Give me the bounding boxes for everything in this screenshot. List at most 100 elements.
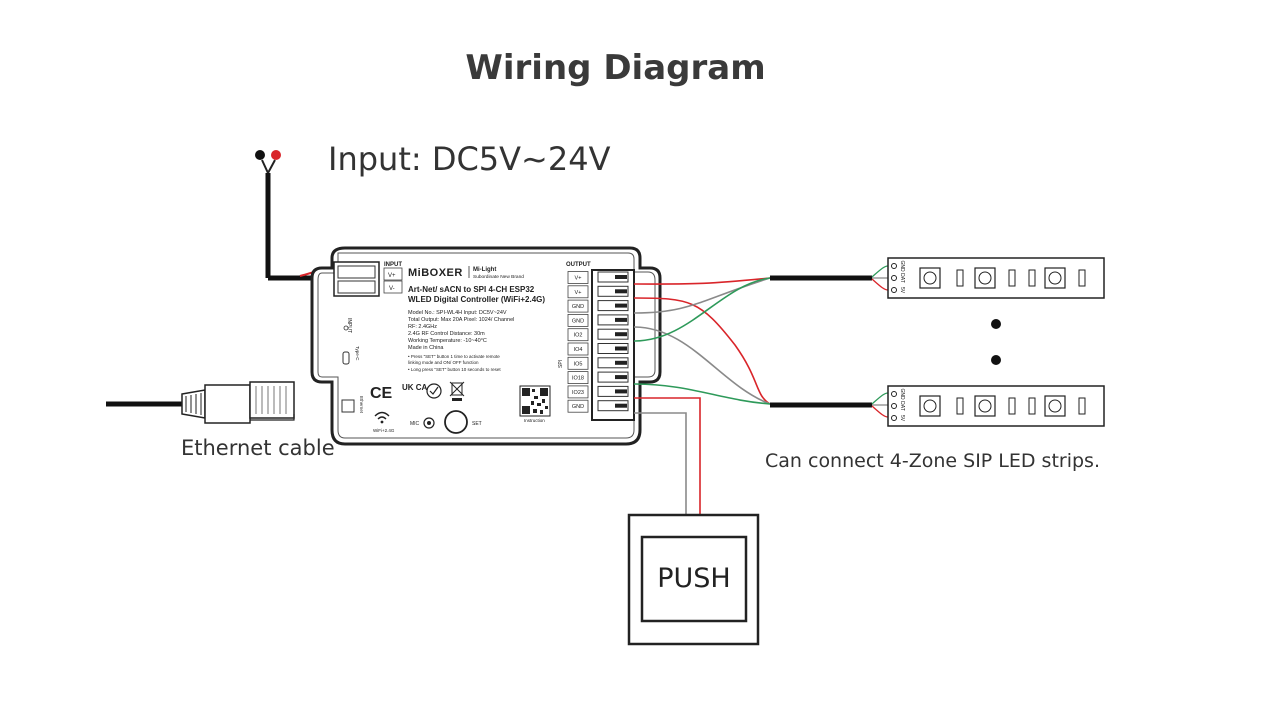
spec-line: Working Temperature: -10~40°C [408, 338, 487, 344]
strip-pad [891, 275, 897, 281]
rohs-mark [426, 383, 442, 399]
output-terminal-label: IO2 [574, 333, 583, 339]
led-lens [978, 399, 992, 413]
note-line: • Long press "SET" button 10 seconds to … [408, 367, 501, 372]
input-port-label: INPUT [346, 318, 352, 333]
continuation-dot [991, 319, 1001, 329]
terminal-screw [615, 360, 627, 365]
push-label: PUSH [657, 563, 731, 594]
output-terminal-box [567, 313, 589, 327]
led-chip [1044, 267, 1066, 289]
resistor [956, 397, 964, 415]
resistor [1008, 397, 1016, 415]
resistor [1078, 397, 1086, 415]
led-chip [919, 267, 941, 289]
output-terminal-slot [597, 285, 629, 297]
continuation-dot [991, 355, 1001, 365]
ethernet-cable-label: Ethernet cable [181, 436, 335, 460]
set-label: SET [472, 421, 482, 427]
output-terminal-label: IO4 [574, 347, 583, 353]
resistor [1008, 269, 1016, 287]
led-chip [919, 395, 941, 417]
ce-mark: CE [370, 385, 393, 402]
strip-pin-label: 5V [899, 415, 905, 422]
type-c-label: Type-C [355, 346, 360, 361]
output-terminal-slot [597, 400, 629, 412]
strip-pin-label: DAT [899, 273, 905, 283]
wifi-icon [374, 411, 390, 424]
weee-bin-icon [449, 381, 465, 401]
power-input-wire [255, 150, 336, 281]
wifi-label: WiFi+2.4G [373, 428, 395, 433]
output-terminal-slot [597, 357, 629, 369]
power-positive-terminal [271, 150, 281, 160]
resistor [1028, 397, 1036, 415]
strip-pin-label: GND [899, 388, 905, 400]
input-terminal-vplus: V+ [388, 273, 396, 279]
spec-line: Model No.: SPI-WL4H Input: DC5V~24V [408, 310, 507, 316]
set-button[interactable] [444, 410, 468, 434]
brand-sub: Mi-Light [473, 267, 496, 273]
spi-label: SPI [558, 360, 564, 368]
push-switch-button[interactable] [640, 535, 748, 623]
terminal-screw [615, 375, 627, 380]
output-header: OUTPUT [566, 262, 591, 268]
resistor [1078, 269, 1086, 287]
resistor [1028, 269, 1036, 287]
mic-label: MIC [410, 421, 420, 427]
strip-pad [891, 415, 897, 421]
output-terminal-slots [597, 271, 629, 412]
strip-pin-label: 5V [899, 287, 905, 294]
ethernet-cable [106, 381, 295, 424]
led-chip [1044, 395, 1066, 417]
ethernet-port-label: Ethernet [359, 396, 364, 414]
product-name-line2: WLED Digital Controller (WiFi+2.4G) [408, 295, 545, 304]
led-chip [974, 267, 996, 289]
controller-box: INPUT V+ V- INPUT Type-C Ethernet MiBOXE… [310, 246, 662, 446]
output-terminal-label: IO23 [572, 390, 584, 396]
ukca-mark: UK CA [402, 383, 428, 392]
strip-body [887, 385, 1105, 427]
terminal-screw [615, 317, 627, 322]
terminal-screw [615, 389, 627, 394]
qr-code [519, 385, 551, 417]
output-terminal-box [567, 371, 589, 385]
spec-line: 2.4G RF Control Distance: 30m [408, 331, 485, 337]
output-terminal-slot [597, 328, 629, 340]
output-terminal-label: GND [572, 404, 584, 410]
ethernet-port [341, 399, 355, 413]
terminal-screw [615, 289, 627, 294]
output-terminal-label: IO18 [572, 376, 584, 382]
terminal-screw [615, 403, 627, 408]
output-terminal-slot [597, 300, 629, 312]
spec-line: RF: 2.4GHz [408, 324, 437, 330]
output-terminal-box [567, 271, 589, 284]
output-terminal-slot [597, 271, 629, 283]
note-line: • Press "SET" button 1 time to activate … [408, 354, 500, 359]
strip-pad [891, 263, 897, 269]
output-terminal-slot [597, 343, 629, 354]
spec-line: Made in China [408, 345, 444, 351]
output-terminal-label: GND [572, 318, 584, 324]
strip-pad [891, 391, 897, 397]
led-lens [978, 271, 992, 285]
strip-pin-label: GND [899, 260, 905, 272]
type-c-port [342, 351, 350, 365]
led-lens [1048, 271, 1062, 285]
output-terminal-label: IO5 [574, 361, 583, 367]
output-terminal-box [567, 342, 589, 356]
output-terminal-box [567, 356, 589, 370]
input-header: INPUT [384, 262, 402, 268]
resistor [956, 269, 964, 287]
led-strips-caption: Can connect 4-Zone SIP LED strips. [765, 450, 1100, 472]
output-terminal-box [567, 399, 589, 413]
output-terminal-box [567, 328, 589, 342]
brand-sub2: Subordinate New Brand [473, 274, 524, 280]
led-lens [923, 271, 937, 285]
strip-pad [891, 287, 897, 293]
strip-pin-label: DAT [899, 401, 905, 411]
terminal-screw [615, 275, 627, 279]
